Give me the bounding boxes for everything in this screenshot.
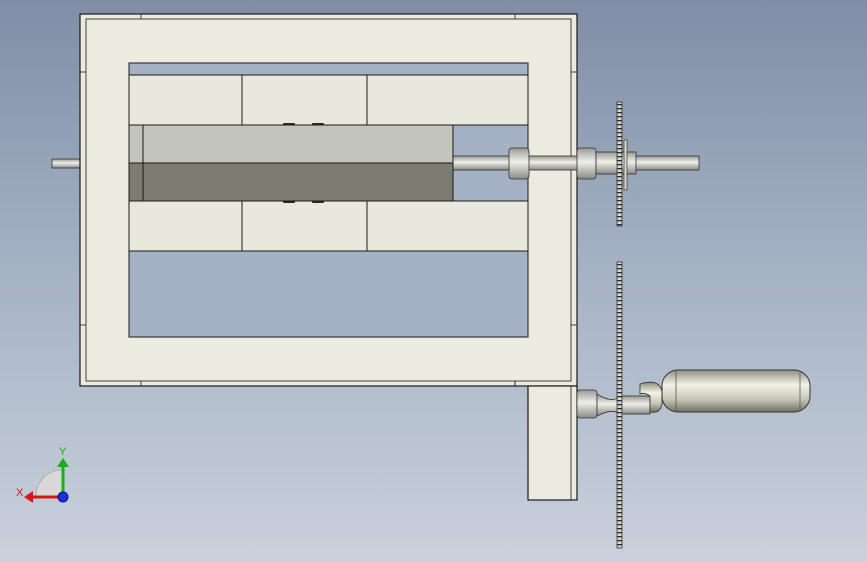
triad-y-arrow [57, 458, 69, 467]
triad-z-axis [57, 491, 69, 503]
shaft-collar-inner [508, 147, 530, 180]
upper-clamp-blocks [128, 74, 529, 126]
hydraulic-cylinder [128, 124, 454, 202]
main-shaft [452, 155, 700, 171]
triad-x-arrow [24, 491, 33, 503]
gearbox-elbow [639, 381, 663, 413]
drive-motor [661, 369, 811, 413]
left-shaft-stub [51, 158, 83, 169]
triad-x-label: X [16, 487, 24, 499]
shaft-collar-outer [576, 147, 597, 180]
coordinate-triad: X Y [16, 446, 69, 503]
opening-top-rail [128, 62, 529, 76]
upper-sprocket [616, 101, 628, 227]
triad-arc [35, 469, 63, 498]
lower-clamp-blocks [128, 200, 529, 252]
lower-sprocket [616, 261, 623, 549]
motor-mount-bracket [514, 381, 578, 501]
sprocket-hub-upper [595, 151, 637, 175]
motor-drive-shaft [576, 389, 651, 419]
triad-y-label: Y [59, 446, 67, 458]
